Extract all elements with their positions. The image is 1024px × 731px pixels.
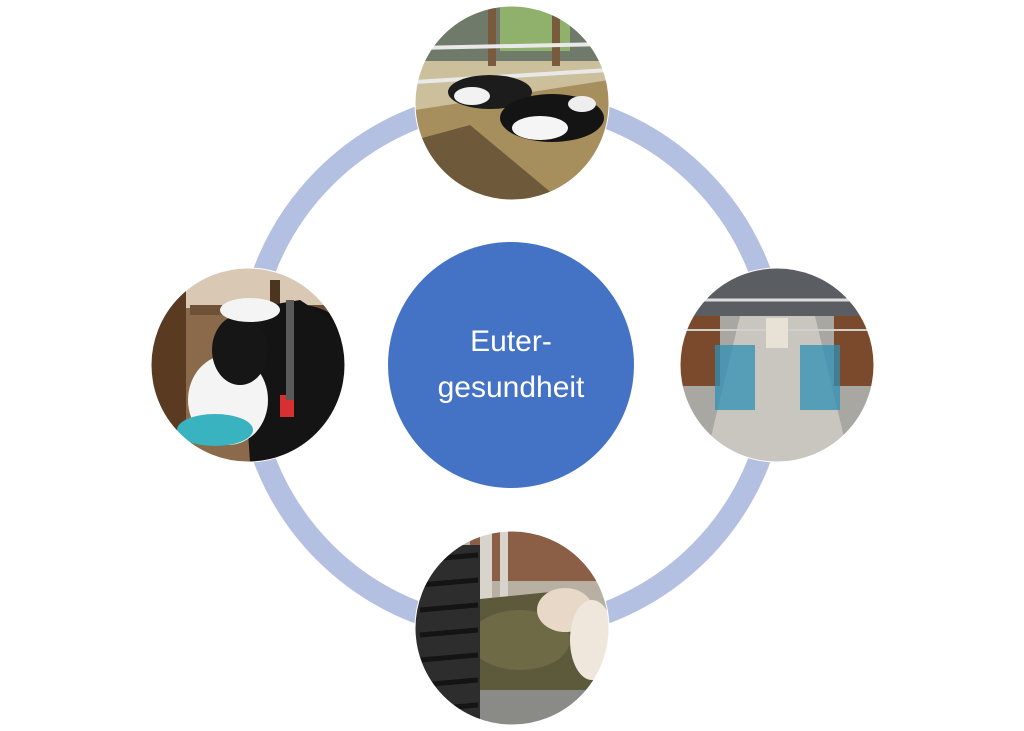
- center-label: Euter- gesundheit: [388, 242, 634, 488]
- center-circle: [388, 242, 634, 488]
- photo-cow-drinking-water: [151, 268, 345, 462]
- center-label-line2: gesundheit: [437, 371, 585, 404]
- photo-cows-lying-in-stalls: [415, 6, 609, 200]
- photo-cows-feeding-tractor: [415, 531, 609, 725]
- center-label-line1: Euter-: [470, 325, 552, 358]
- photo-milking-parlor: [680, 268, 874, 462]
